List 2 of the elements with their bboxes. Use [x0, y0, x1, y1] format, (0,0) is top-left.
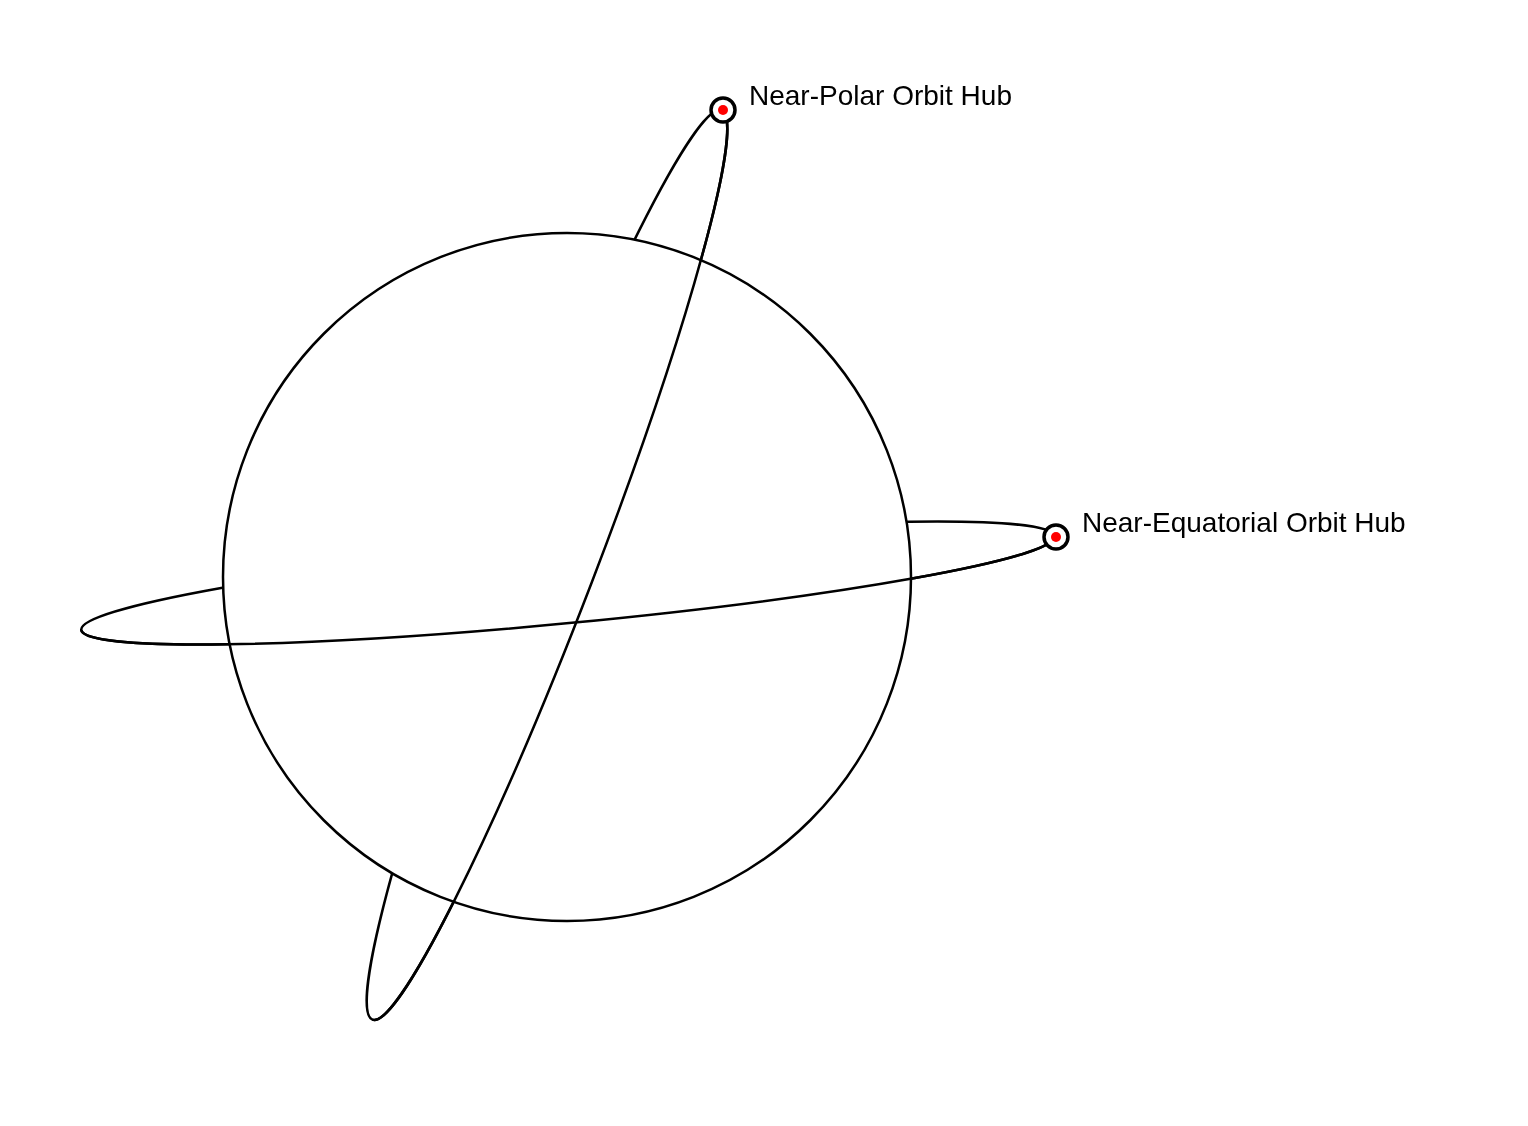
hub-label: Near-Equatorial Orbit Hub [1082, 506, 1406, 540]
hub-label: Near-Polar Orbit Hub [749, 79, 1012, 113]
